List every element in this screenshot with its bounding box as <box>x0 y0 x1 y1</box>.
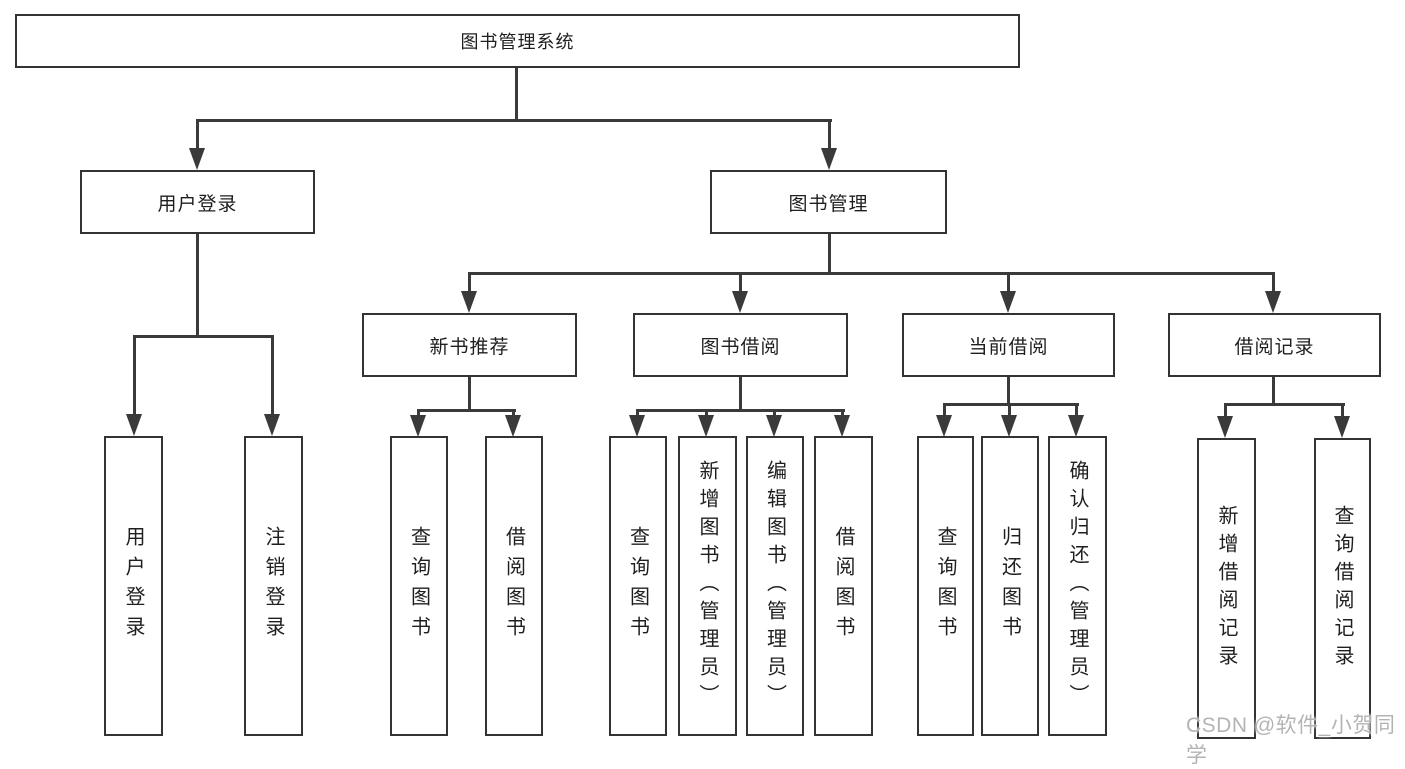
connector-rail <box>636 409 845 412</box>
node-borrowing-records: 借阅记录 <box>1168 313 1381 377</box>
node-label: 用户登录 <box>157 193 238 215</box>
leaf-label: 查询图书 <box>407 526 430 646</box>
node-label: 新书推荐 <box>429 336 510 358</box>
leaf-label: 查询图书 <box>934 526 956 646</box>
connector-drop-leaf <box>841 409 844 418</box>
leaf-label: 查询图书 <box>626 526 649 646</box>
arrow-down-icon <box>766 415 782 437</box>
leaf-label: 借阅图书 <box>832 526 854 646</box>
node-book-borrowing: 图书借阅 <box>633 313 848 377</box>
connector-rail <box>417 409 516 412</box>
connector-drop-leaf <box>943 403 946 417</box>
node-label: 当前借阅 <box>968 336 1049 358</box>
node-root: 图书管理系统 <box>15 14 1020 68</box>
connector-stem <box>1007 377 1010 406</box>
arrow-down-icon <box>410 415 426 437</box>
connector-drop-leaf <box>773 409 776 418</box>
arrow-down-icon <box>189 148 205 170</box>
leaf-label: 新增图书（管理员） <box>696 460 718 712</box>
arrow-down-icon <box>936 415 952 437</box>
connector-drop-leaf <box>133 335 136 416</box>
connector-rail <box>1224 403 1345 406</box>
connector-drop-leaf <box>417 409 420 418</box>
arrow-down-icon <box>126 414 142 436</box>
node-new-book-recommend: 新书推荐 <box>362 313 577 377</box>
leaf-add-books-admin: 新增图书（管理员） <box>678 436 737 736</box>
leaf-label: 查询借阅记录 <box>1331 504 1353 673</box>
connector-bookmgmt-rail <box>468 272 1275 275</box>
arrow-down-icon <box>505 415 521 437</box>
node-label: 图书借阅 <box>700 336 781 358</box>
csdn-watermark: CSDN @软件_小贺同学 <box>1186 714 1396 767</box>
diagram-canvas: 图书管理系统 用户登录 图书管理 新书推荐 图书借阅 当前借阅 借阅记录 用户登… <box>15 14 1395 767</box>
leaf-borrow-books: 借阅图书 <box>814 436 873 736</box>
arrow-down-icon <box>1217 416 1233 438</box>
connector-drop-leaf <box>1224 403 1227 417</box>
node-user-login: 用户登录 <box>80 170 315 234</box>
node-root-label: 图书管理系统 <box>460 32 575 52</box>
arrow-down-icon <box>1001 415 1017 437</box>
node-book-management: 图书管理 <box>710 170 947 234</box>
connector-drop-leaf <box>1341 403 1344 417</box>
node-label: 图书管理 <box>788 193 869 215</box>
connector-stem <box>468 377 471 412</box>
connector-drop-leaf <box>271 335 274 416</box>
connector-root-stem <box>515 68 518 121</box>
leaf-edit-books-admin: 编辑图书（管理员） <box>746 436 804 736</box>
leaf-query-books-recommend: 查询图书 <box>390 436 448 736</box>
leaf-user-login: 用户登录 <box>104 436 163 736</box>
connector-drop-level3 <box>739 272 742 293</box>
connector-bookmgmt-stem <box>828 234 831 274</box>
connector-drop-level3 <box>468 272 471 293</box>
connector-drop-leaf <box>1008 403 1011 417</box>
arrow-down-icon <box>1000 291 1016 313</box>
leaf-label: 注销登录 <box>262 526 284 646</box>
arrow-down-icon <box>1334 416 1350 438</box>
leaf-query-borrow-record: 查询借阅记录 <box>1314 438 1371 739</box>
connector-stem <box>739 377 742 412</box>
leaf-query-books-borrowing: 查询图书 <box>609 436 667 736</box>
arrow-down-icon <box>821 148 837 170</box>
leaf-borrow-books-recommend: 借阅图书 <box>485 436 543 736</box>
leaf-label: 确认归还（管理员） <box>1066 460 1088 712</box>
leaf-add-borrow-record: 新增借阅记录 <box>1197 438 1256 739</box>
connector-drop-leaf <box>636 409 639 418</box>
leaf-query-books-current: 查询图书 <box>917 436 974 736</box>
arrow-down-icon <box>629 415 645 437</box>
connector-drop-leaf <box>512 409 515 418</box>
leaf-logout: 注销登录 <box>244 436 303 736</box>
leaf-return-books: 归还图书 <box>981 436 1039 736</box>
node-current-borrowing: 当前借阅 <box>902 313 1115 377</box>
arrow-down-icon <box>834 415 850 437</box>
arrow-down-icon <box>461 291 477 313</box>
leaf-label: 归还图书 <box>998 526 1021 646</box>
connector-stem <box>1272 377 1275 406</box>
leaf-label: 用户登录 <box>122 526 144 646</box>
connector-drop-level3 <box>1007 272 1010 293</box>
connector-root-rail <box>196 119 832 122</box>
arrow-down-icon <box>264 414 280 436</box>
leaf-label: 编辑图书（管理员） <box>763 460 786 712</box>
connector-userlogin-stem <box>196 234 199 337</box>
leaf-label: 新增借阅记录 <box>1215 504 1237 673</box>
arrow-down-icon <box>698 415 714 437</box>
arrow-down-icon <box>1068 415 1084 437</box>
leaf-label: 借阅图书 <box>502 526 525 646</box>
connector-drop-book-management <box>828 119 831 152</box>
connector-rail <box>943 403 1079 406</box>
connector-drop-level3 <box>1272 272 1275 293</box>
connector-userlogin-rail <box>133 335 274 338</box>
connector-drop-user-login <box>196 119 199 152</box>
leaf-confirm-return-admin: 确认归还（管理员） <box>1048 436 1107 736</box>
connector-drop-leaf <box>705 409 708 418</box>
arrow-down-icon <box>1265 291 1281 313</box>
node-label: 借阅记录 <box>1234 336 1315 358</box>
arrow-down-icon <box>732 291 748 313</box>
connector-drop-leaf <box>1075 403 1078 417</box>
